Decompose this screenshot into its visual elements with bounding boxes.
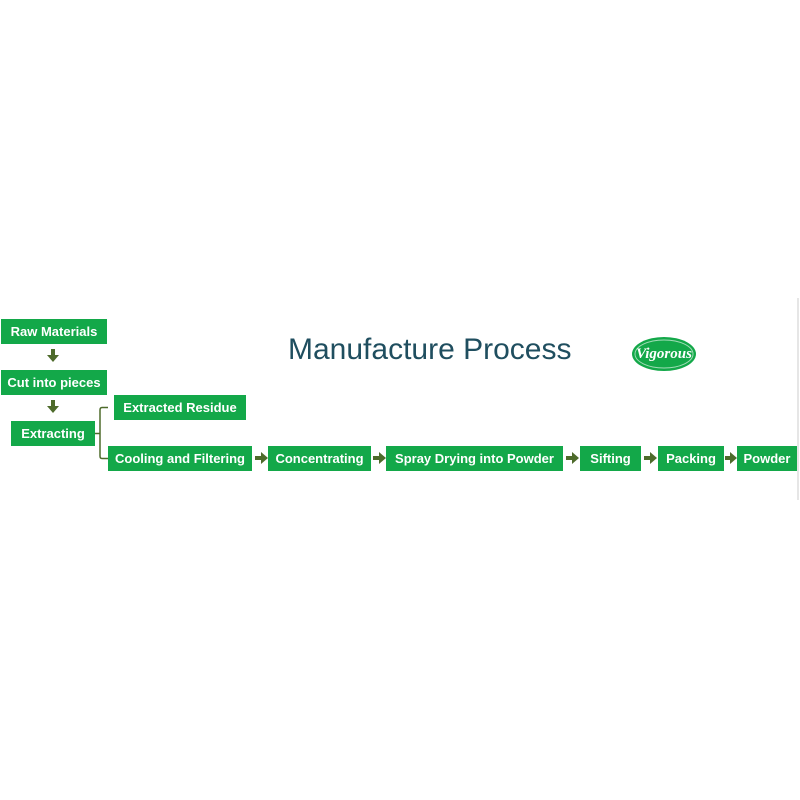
step-label: Extracted Residue bbox=[123, 400, 237, 415]
step-powder: Powder bbox=[737, 446, 797, 471]
step-label: Spray Drying into Powder bbox=[395, 451, 554, 466]
logo-ellipse-icon bbox=[632, 337, 696, 371]
step-label: Cooling and Filtering bbox=[115, 451, 245, 466]
right-arrow-icon bbox=[566, 452, 579, 464]
split-bracket bbox=[95, 406, 108, 460]
logo-text: Vigorous bbox=[636, 345, 692, 362]
down-arrow-icon bbox=[47, 400, 59, 413]
step-label: Sifting bbox=[590, 451, 631, 466]
right-arrow-icon bbox=[255, 452, 268, 464]
step-extracted-residue: Extracted Residue bbox=[114, 395, 246, 420]
step-label: Concentrating bbox=[275, 451, 364, 466]
step-concentrating: Concentrating bbox=[268, 446, 371, 471]
down-arrow-icon bbox=[47, 349, 59, 362]
step-sifting: Sifting bbox=[580, 446, 641, 471]
right-arrow-icon bbox=[644, 452, 657, 464]
step-label: Powder bbox=[743, 451, 791, 466]
right-arrow-icon bbox=[725, 452, 737, 464]
vigorous-logo: Vigorous bbox=[631, 336, 697, 372]
step-cut-into-pieces: Cut into pieces bbox=[1, 370, 107, 395]
step-extracting: Extracting bbox=[11, 421, 95, 446]
step-label: Extracting bbox=[21, 426, 85, 441]
step-cooling-and-filtering: Cooling and Filtering bbox=[108, 446, 252, 471]
step-label: Packing bbox=[666, 451, 716, 466]
diagram-title: Manufacture Process bbox=[288, 333, 572, 366]
step-packing: Packing bbox=[658, 446, 724, 471]
step-label: Raw Materials bbox=[10, 324, 98, 339]
step-label: Cut into pieces bbox=[7, 375, 101, 390]
frame-edge-line bbox=[797, 298, 799, 500]
step-raw-materials: Raw Materials bbox=[1, 319, 107, 344]
step-spray-drying: Spray Drying into Powder bbox=[386, 446, 563, 471]
right-arrow-icon bbox=[373, 452, 386, 464]
